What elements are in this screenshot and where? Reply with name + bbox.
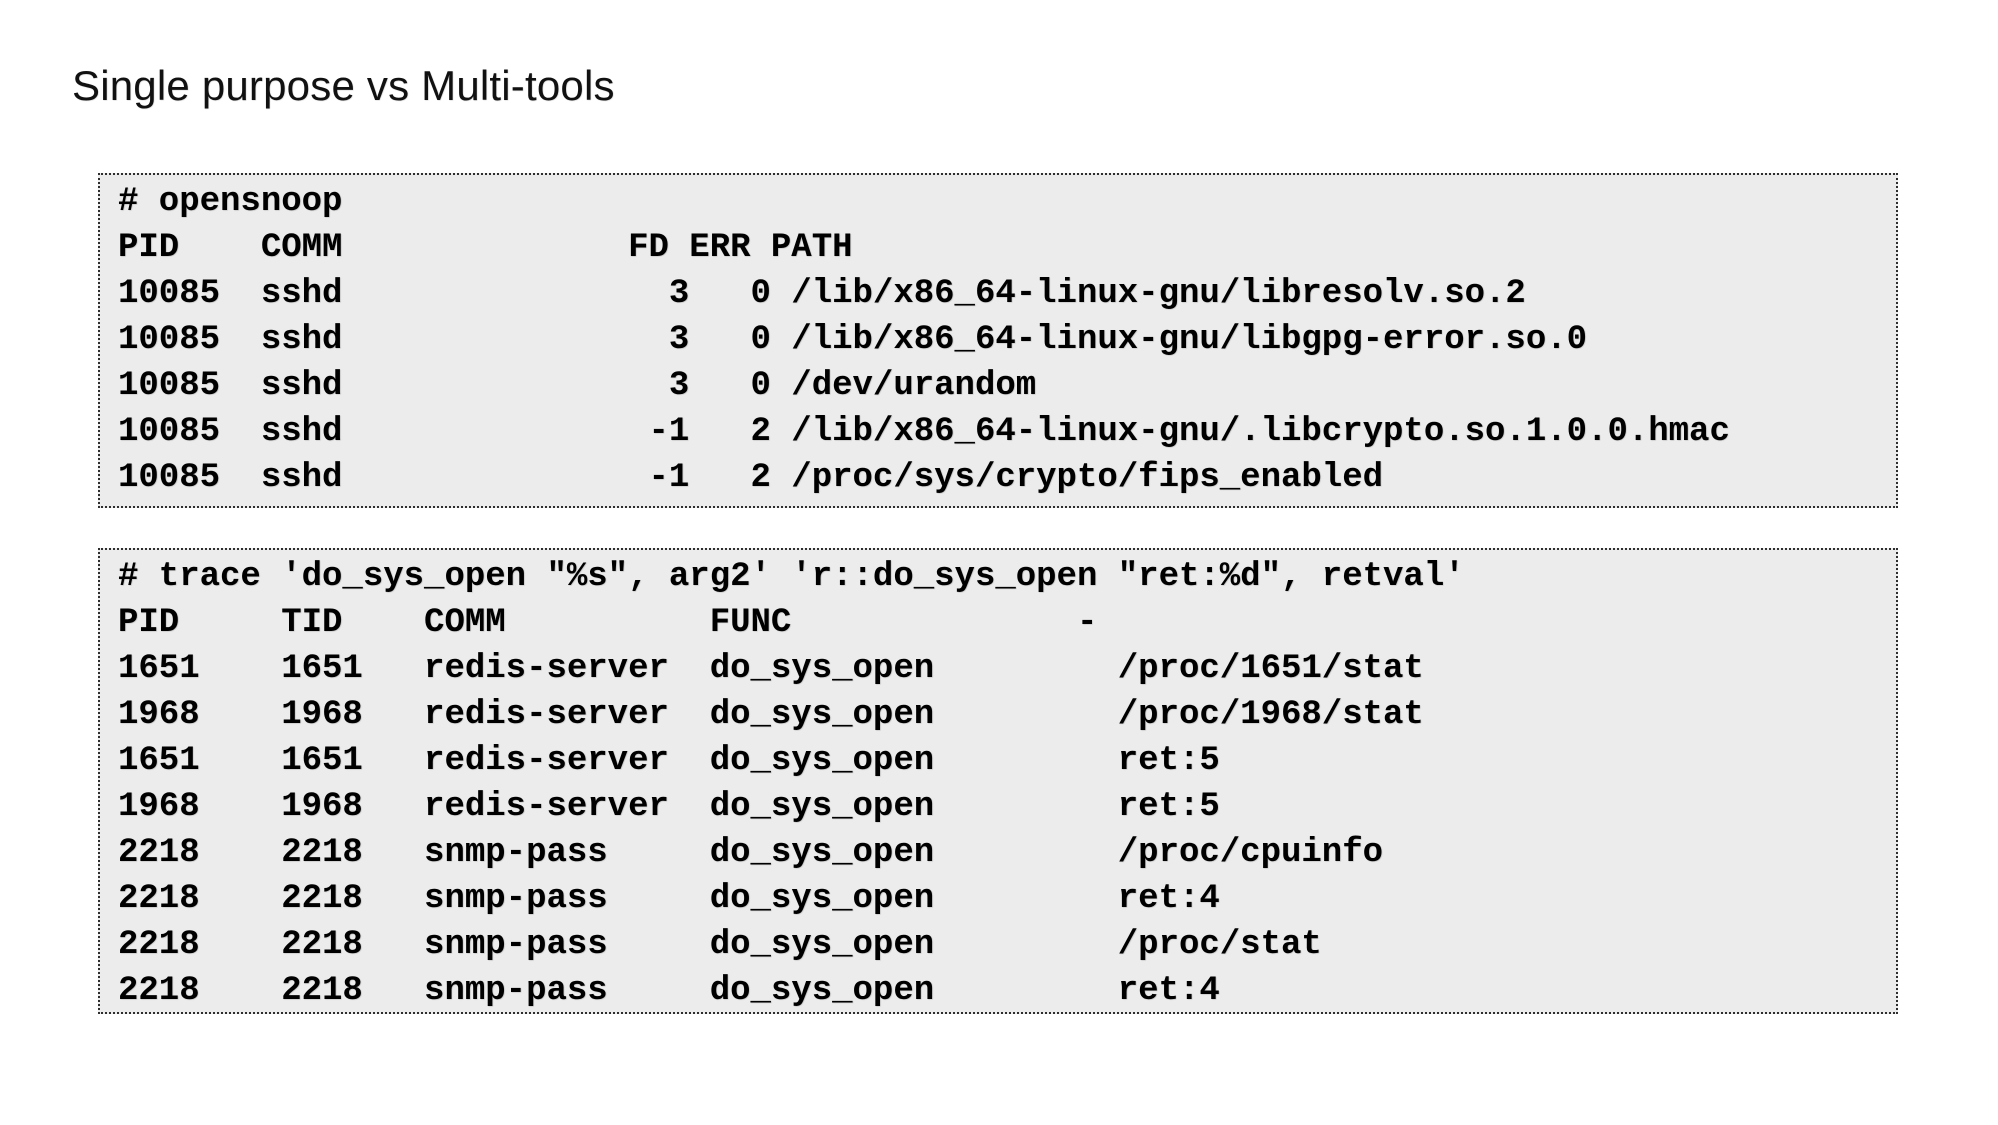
trace-terminal-text: # trace 'do_sys_open "%s", arg2' 'r::do_… <box>118 558 1465 1010</box>
opensnoop-terminal-text: # opensnoop PID COMM FD ERR PATH 10085 s… <box>118 183 1730 497</box>
slide-title: Single purpose vs Multi-tools <box>72 62 615 109</box>
opensnoop-output-box: # opensnoop PID COMM FD ERR PATH 10085 s… <box>98 173 1898 508</box>
trace-output-box: # trace 'do_sys_open "%s", arg2' 'r::do_… <box>98 548 1898 1014</box>
